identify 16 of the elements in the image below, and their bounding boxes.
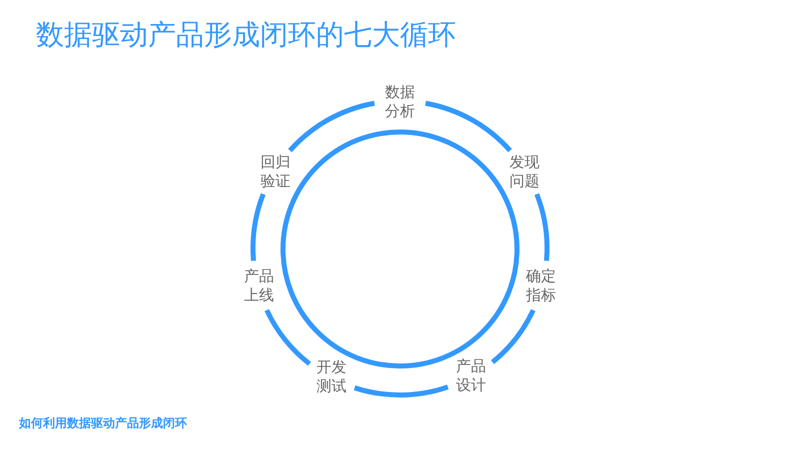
step-label: 开发测试 xyxy=(316,358,348,396)
step-label: 确定指标 xyxy=(525,266,557,305)
ring-arc xyxy=(288,100,376,152)
diagram-title: 数据驱动产品形成闭环的七大循环 xyxy=(36,18,456,52)
step-label: 产品设计 xyxy=(455,356,487,395)
step-label: 发现问题 xyxy=(508,152,540,191)
ring-arc xyxy=(424,100,512,152)
ring-arc xyxy=(490,308,536,364)
step-label: 回归验证 xyxy=(260,152,292,191)
step-label: 产品上线 xyxy=(243,266,275,305)
ring-arc xyxy=(264,308,312,366)
ring-arc xyxy=(354,384,449,398)
ring-arc xyxy=(250,193,266,261)
step-label: 数据分析 xyxy=(384,83,416,121)
ring-arc xyxy=(534,193,550,261)
footer-caption: 如何利用数据驱动产品形成闭环 xyxy=(19,416,187,431)
